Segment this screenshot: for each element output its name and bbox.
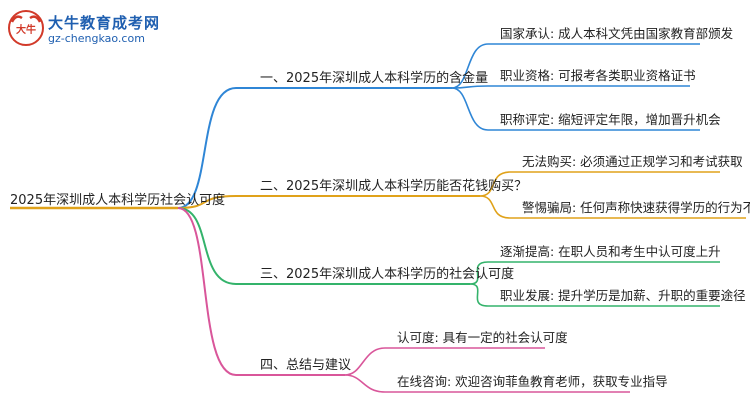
branch-label: 四、总结与建议 <box>260 358 351 373</box>
leaf-label: 国家承认: 成人本科文凭由国家教育部颁发 <box>500 26 734 41</box>
leaf-label: 职称评定: 缩短评定年限，增加晋升机会 <box>500 112 721 127</box>
leaf-link <box>344 347 386 376</box>
branch-link <box>177 87 237 209</box>
branch-link <box>177 195 237 209</box>
leaf-link <box>344 374 386 393</box>
leaf-link <box>479 171 511 197</box>
root-node-label: 2025年深圳成人本科学历社会认可度 <box>10 192 225 208</box>
mindmap-nodes: 2025年深圳成人本科学历社会认可度 一、2025年深圳成人本科学历的含金量 国家承… <box>10 26 750 393</box>
branch-label: 三、2025年深圳成人本科学历的社会认可度 <box>260 266 514 282</box>
leaf-label: 无法购买: 必须通过正规学习和考试获取 <box>522 154 743 169</box>
ox-logo-icon: 大牛 <box>8 10 44 46</box>
leaf-link <box>451 87 489 131</box>
brand-title: 大牛教育成考网 <box>48 14 161 32</box>
leaf-link <box>451 43 489 89</box>
leaf-label: 逐渐提高: 在职人员和考生中认可度上升 <box>500 244 721 259</box>
brand-url: gz-chengkao.com <box>48 32 145 45</box>
logo-glyph: 大牛 <box>16 23 36 36</box>
leaf-label: 在线咨询: 欢迎咨询菲鱼教育老师，获取专业指导 <box>397 374 668 389</box>
branch-link <box>177 207 237 376</box>
mindmap-links <box>177 43 511 393</box>
leaf-link <box>469 261 489 285</box>
branch-label: 一、2025年深圳成人本科学历的含金量 <box>260 70 488 86</box>
branch-label: 二、2025年深圳成人本科学历能否花钱购买？ <box>260 178 527 194</box>
leaf-label: 认可度: 具有一定的社会认可度 <box>397 330 568 345</box>
leaf-link <box>479 195 511 219</box>
leaf-label: 职业资格: 可报考各类职业资格证书 <box>500 68 696 83</box>
leaf-link <box>469 283 489 307</box>
brand-logo: 大牛 大牛教育成考网 gz-chengkao.com <box>6 8 206 48</box>
leaf-label: 职业发展: 提升学历是加薪、升职的重要途径 <box>500 288 746 303</box>
leaf-label: 警惕骗局: 任何声称快速获得学历的行为不合法 <box>522 200 750 215</box>
branch-link <box>177 207 237 285</box>
